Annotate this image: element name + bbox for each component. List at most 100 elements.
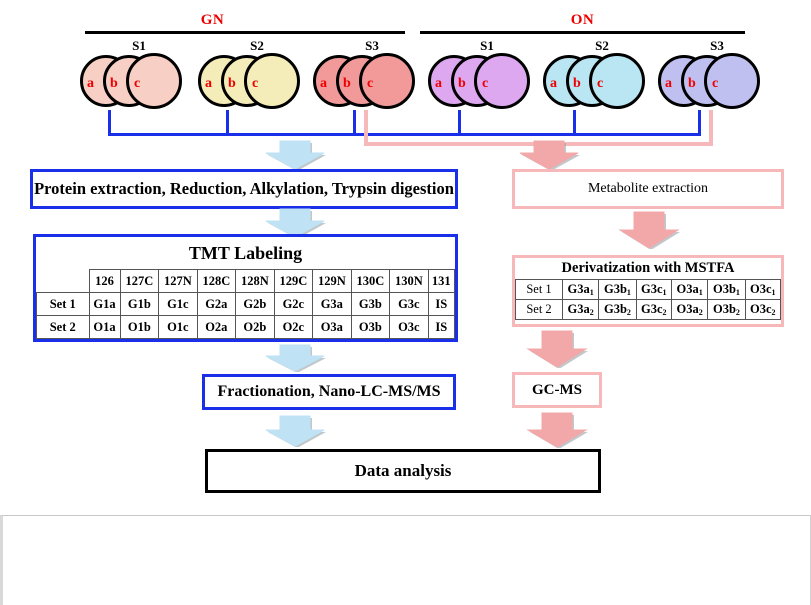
- tmt-cell: G2c: [273, 292, 314, 316]
- sample-label: S2: [595, 38, 609, 53]
- connector-blue-drop-on-s2: [573, 110, 576, 133]
- derivatization-cell: O3b2: [707, 299, 746, 320]
- tmt-cell: O1c: [158, 315, 198, 339]
- sample-on-s2: S2 a b c: [543, 38, 661, 115]
- tmt-cell: IS: [427, 292, 456, 316]
- replicate-circle-c: [359, 53, 415, 109]
- replicate-label-a: a: [550, 76, 557, 91]
- replicate-label-c: c: [134, 76, 141, 91]
- tmt-channel-header: 128C: [196, 269, 237, 293]
- tmt-cell: G3b: [350, 292, 391, 316]
- replicate-label-b: b: [343, 76, 351, 91]
- sample-on-s3: S3 a b c: [658, 38, 776, 115]
- replicate-label-c: c: [597, 76, 604, 91]
- tmt-channel-header: 131: [427, 269, 456, 293]
- tmt-cell: O2b: [235, 315, 275, 339]
- tmt-channel-header: 130N: [389, 269, 429, 293]
- arrow-to-data-analysis-left: [264, 415, 326, 447]
- tmt-cell: G3c: [389, 292, 429, 316]
- sample-label: S3: [710, 38, 724, 53]
- replicate-circle-c: [126, 53, 182, 109]
- sample-label: S1: [132, 38, 146, 53]
- replicate-label-a: a: [665, 76, 672, 91]
- sample-label: S2: [250, 38, 264, 53]
- tmt-title: TMT Labeling: [188, 243, 303, 263]
- group-rule-on: [420, 31, 745, 34]
- connector-pink-drop-gn-s3: [364, 110, 368, 145]
- replicate-label-b: b: [688, 76, 696, 91]
- box-protein-extraction[interactable]: Protein extraction, Reduction, Alkylatio…: [30, 169, 458, 209]
- tmt-cell: G3a: [312, 292, 352, 316]
- replicate-label-c: c: [367, 76, 374, 91]
- tmt-cell: O1b: [119, 315, 160, 339]
- tmt-channel-header: 127N: [158, 269, 198, 293]
- derivatization-cell: O3c2: [744, 299, 782, 320]
- arrow-to-fractionation: [264, 344, 326, 372]
- sample-gn-s1: S1 a b c: [80, 38, 198, 115]
- box-fractionation-lcmsms[interactable]: Fractionation, Nano-LC-MS/MS: [202, 374, 456, 410]
- replicate-label-b: b: [110, 76, 118, 91]
- group-label-on: ON: [570, 12, 595, 28]
- derivatization-cell: G3c2: [635, 299, 672, 320]
- derivatization-set-label: Set 1: [515, 279, 563, 300]
- tmt-set-label: Set 1: [36, 292, 90, 316]
- tmt-cell: G1a: [88, 292, 121, 316]
- tmt-set-label: Set 2: [36, 315, 90, 339]
- derivatization-cell: O3c1: [744, 279, 782, 300]
- tmt-cell: G2b: [235, 292, 275, 316]
- sample-label: S1: [480, 38, 494, 53]
- derivatization-cell: O3b1: [707, 279, 746, 300]
- group-label-gn: GN: [200, 12, 225, 28]
- replicate-label-b: b: [573, 76, 581, 91]
- tmt-channel-header: 126: [88, 269, 121, 293]
- derivatization-title: Derivatization with MSTFA: [561, 260, 735, 276]
- box-data-analysis[interactable]: Data analysis: [205, 449, 601, 493]
- tmt-cell: G2a: [196, 292, 237, 316]
- replicate-label-c: c: [712, 76, 719, 91]
- connector-blue-drop-gn-s3: [353, 110, 356, 133]
- connector-pink-drop-on-s3: [709, 110, 713, 145]
- arrow-to-data-analysis-right: [526, 412, 588, 448]
- tmt-cell: O1a: [88, 315, 121, 339]
- box-gcms[interactable]: GC-MS: [512, 372, 602, 408]
- derivatization-cell: G3a2: [561, 299, 600, 320]
- tmt-cell: G1b: [119, 292, 160, 316]
- tmt-cell: O2a: [196, 315, 237, 339]
- replicate-circle-c: [244, 53, 300, 109]
- replicate-label-a: a: [87, 76, 94, 91]
- derivatization-cell: O3a1: [670, 279, 709, 300]
- tmt-channel-header: 129N: [312, 269, 352, 293]
- derivatization-cell: G3c1: [635, 279, 672, 300]
- replicate-label-a: a: [320, 76, 327, 91]
- derivatization-cell: G3b1: [598, 279, 637, 300]
- sample-label: S3: [365, 38, 379, 53]
- tmt-channel-header: 127C: [119, 269, 160, 293]
- replicate-label-c: c: [252, 76, 259, 91]
- tmt-cell: O3a: [312, 315, 352, 339]
- derivatization-set-label: Set 2: [515, 299, 563, 320]
- replicate-circle-c: [589, 53, 645, 109]
- arrow-to-tmt-labeling: [264, 208, 326, 238]
- tmt-cell: O3c: [389, 315, 429, 339]
- replicate-circle-c: [704, 53, 760, 109]
- arrow-to-metabolite-extraction: [518, 140, 580, 170]
- connector-blue-drop-on-s3: [698, 110, 701, 133]
- replicate-label-c: c: [482, 76, 489, 91]
- derivatization-cell: O3a2: [670, 299, 709, 320]
- group-rule-gn: [85, 31, 405, 34]
- box-metabolite-extraction[interactable]: Metabolite extraction: [512, 169, 784, 209]
- sample-gn-s2: S2 a b c: [198, 38, 316, 115]
- replicate-circle-c: [474, 53, 530, 109]
- bottom-panel: [0, 515, 811, 605]
- sample-on-s1: S1 a b c: [428, 38, 546, 115]
- replicate-label-b: b: [228, 76, 236, 91]
- tmt-channel-header: 129C: [273, 269, 314, 293]
- tmt-channel-header: 130C: [350, 269, 391, 293]
- derivatization-cell: G3a1: [561, 279, 600, 300]
